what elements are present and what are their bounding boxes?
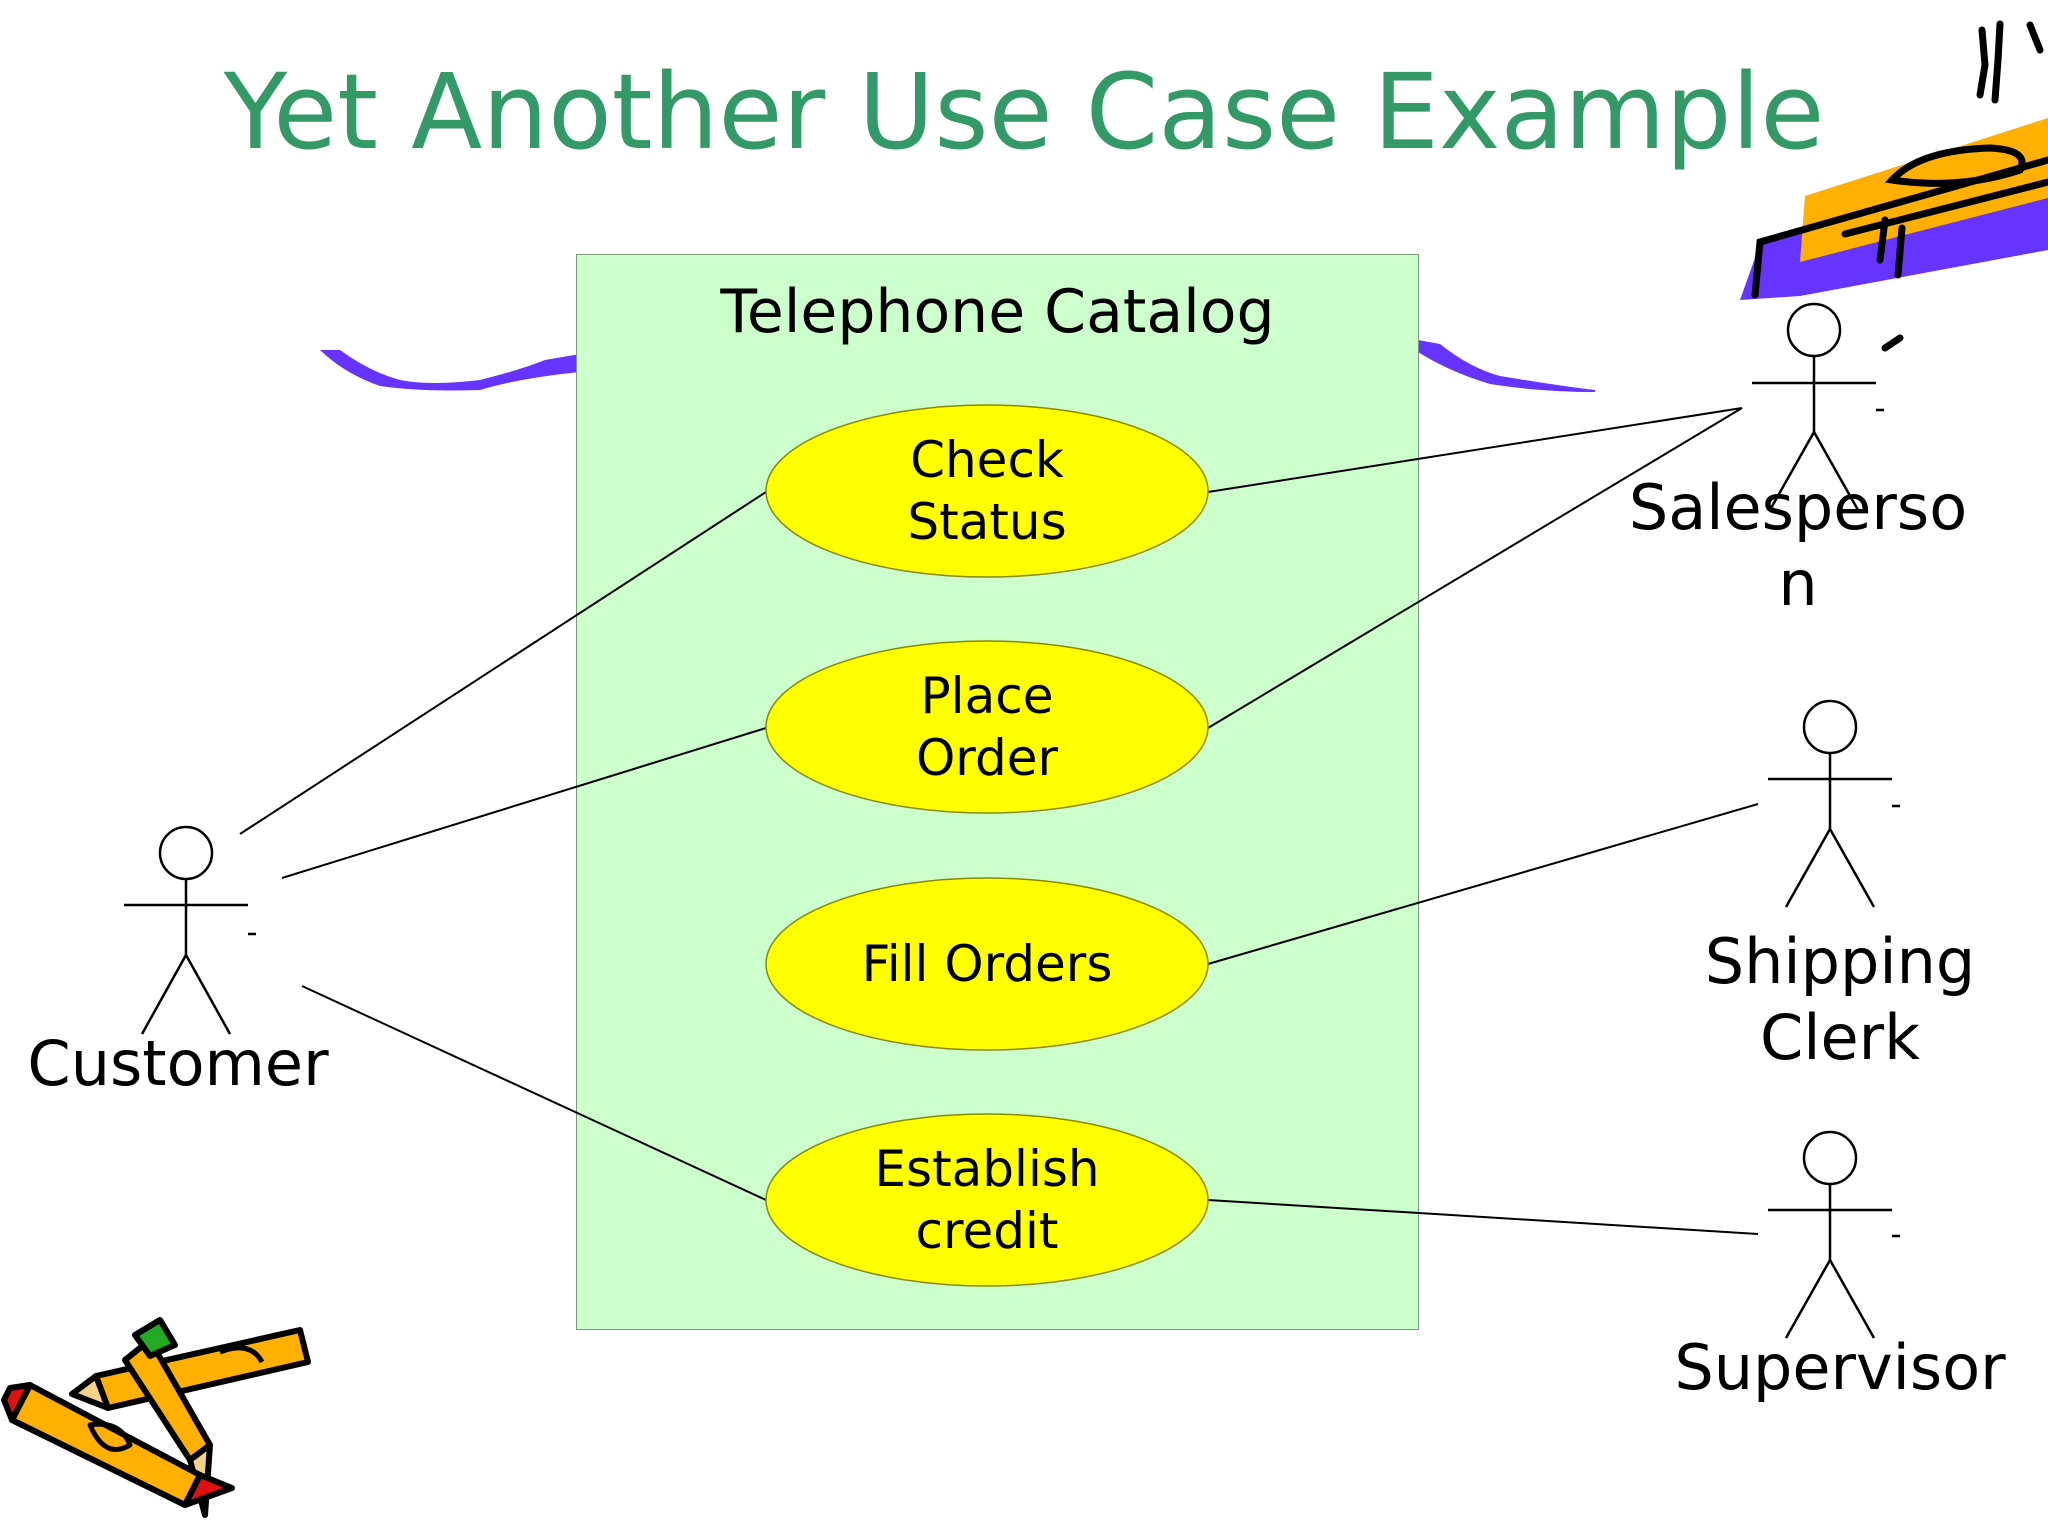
actor-customer-figure	[124, 825, 256, 1035]
use-case-check-status-line2: Status	[907, 493, 1067, 551]
actor-salesperson-figure	[1752, 302, 1884, 511]
actor-shipping-clerk-line2: Clerk	[1759, 1001, 1921, 1074]
use-case-place-order-line2: Order	[915, 729, 1059, 787]
association-salesperson-place-order	[1207, 407, 1743, 729]
association-shipping-clerk-fill-orders	[1207, 803, 1759, 965]
use-case-place-order	[765, 640, 1209, 814]
association-supervisor-establish-credit	[1207, 1199, 1759, 1235]
use-case-establish-credit-line1: Establish	[874, 1140, 1100, 1198]
association-customer-place-order	[281, 727, 767, 879]
system-name: Telephone Catalog	[720, 277, 1275, 347]
use-case-place-order-line1: Place	[920, 667, 1054, 725]
use-case-check-status	[765, 404, 1209, 578]
association-customer-establish-credit	[301, 985, 767, 1201]
actor-salesperson-label: Salesperso n	[1618, 470, 1978, 622]
actor-shipping-clerk-figure	[1768, 699, 1900, 908]
pencils-clipart	[1, 1317, 311, 1518]
actor-supervisor-label: Supervisor	[1674, 1331, 2006, 1404]
actor-salesperson-line1: Salesperso	[1628, 471, 1968, 544]
use-case-fill-orders	[765, 877, 1209, 1051]
actor-supervisor-figure	[1768, 1130, 1900, 1339]
use-case-fill-orders-line1: Fill Orders	[861, 935, 1113, 993]
slide-title: Yet Another Use Case Example	[223, 51, 1825, 173]
association-customer-check-status	[239, 491, 767, 835]
association-salesperson-check-status	[1207, 407, 1743, 493]
actor-salesperson-line2: n	[1778, 547, 1818, 620]
phone-clipart	[1740, 20, 2048, 352]
use-case-establish-credit-line2: credit	[915, 1202, 1059, 1260]
actor-customer-label: Customer	[27, 1027, 329, 1100]
use-case-check-status-line1: Check	[910, 431, 1064, 489]
actor-shipping-clerk-label: Shipping Clerk	[1660, 924, 2020, 1076]
actor-shipping-clerk-line1: Shipping	[1704, 925, 1976, 998]
use-case-establish-credit	[765, 1113, 1209, 1287]
use-case-fill-orders-label: Fill Orders	[767, 893, 1207, 1035]
